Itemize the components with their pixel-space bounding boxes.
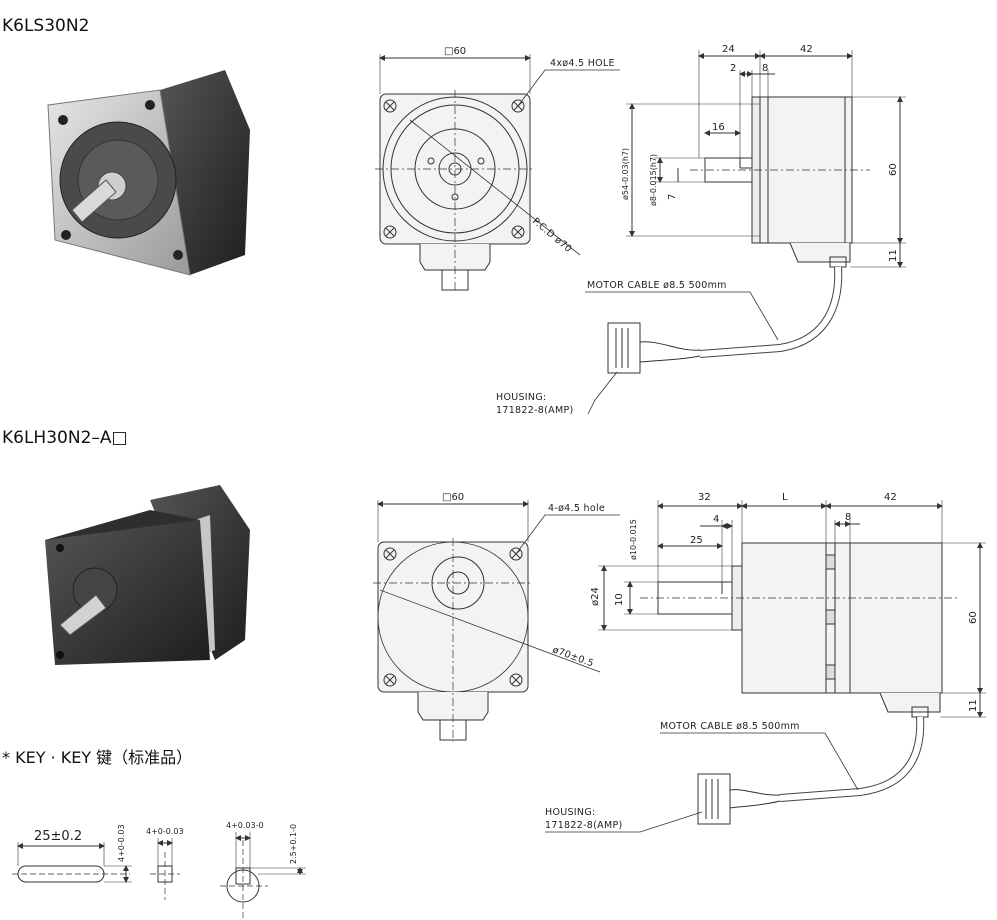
motor-photo-k6ls30n2 [47, 70, 250, 276]
front-view-k6ls30n2 [375, 54, 620, 292]
key-length-dim: 25±0.2 [34, 829, 82, 844]
dim-42-2: 42 [884, 492, 897, 503]
key-width-dim-2: 4+0-0.03 [146, 827, 184, 836]
dim-4-2: 4 [713, 514, 719, 525]
section-title-k6ls30n2: K6LS30N2 [2, 16, 90, 36]
label-cable-2: MOTOR CABLE ø8.5 500mm [660, 721, 800, 732]
dim-L-2: L [782, 492, 788, 503]
dim-7-1: 7 [667, 194, 678, 200]
dim-24-1: 24 [722, 44, 735, 55]
dim-8-2: 8 [845, 512, 851, 523]
label-pcd-1: P.C.D ø70 [530, 216, 574, 255]
dim-16-1: 16 [712, 122, 725, 133]
dim-square-60-1: □60 [444, 46, 466, 57]
dim-8-1: 8 [762, 63, 768, 74]
dim-32-2: 32 [698, 492, 711, 503]
dim-square-60-2: □60 [442, 492, 464, 503]
dim-dia10-2: ø10-0.015 [629, 519, 638, 560]
label-pcd-2: ø70±0.5 [551, 644, 595, 669]
side-view-k6ls30n2 [585, 50, 906, 415]
dim-10-2: 10 [614, 593, 625, 606]
label-housing-1: HOUSING: [496, 392, 546, 403]
key-depth-dim: 2.5+0.1-0 [289, 824, 298, 864]
dim-25-2: 25 [690, 535, 703, 546]
front-view-k6lh30n2 [373, 500, 620, 742]
label-housing-part-1: 171822-8(AMP) [496, 405, 573, 416]
label-hole-1: 4xø4.5 HOLE [550, 58, 615, 69]
section-title-k6lh30n2: K6LH30N2–A□ [2, 428, 128, 448]
side-view-k6lh30n2 [545, 500, 986, 833]
dim-2-1: 2 [730, 63, 736, 74]
label-housing-2: HOUSING: [545, 807, 595, 818]
key-height-dim-1: 4+0-0.03 [117, 824, 126, 862]
dim-60-2: 60 [968, 611, 979, 624]
dim-42-1: 42 [800, 44, 813, 55]
dim-11-2: 11 [968, 699, 979, 712]
label-cable-1: MOTOR CABLE ø8.5 500mm [587, 280, 727, 291]
dim-11-1: 11 [888, 249, 899, 262]
dim-dia24-2: ø24 [590, 587, 601, 606]
label-housing-part-2: 171822-8(AMP) [545, 820, 622, 831]
label-hole-2: 4-ø4.5 hole [548, 503, 605, 514]
dim-dia8-1: ø8-0.015(h7) [649, 154, 658, 206]
dim-dia54-1: ø54-0.03(h7) [621, 148, 630, 200]
key-section-title: * KEY · KEY 键（标准品） [2, 748, 193, 767]
key-width-dim-3: 4+0.03-0 [226, 821, 264, 830]
key-drawings [12, 832, 306, 918]
dim-60-1: 60 [888, 163, 899, 176]
motor-photo-k6lh30n2 [45, 485, 250, 665]
